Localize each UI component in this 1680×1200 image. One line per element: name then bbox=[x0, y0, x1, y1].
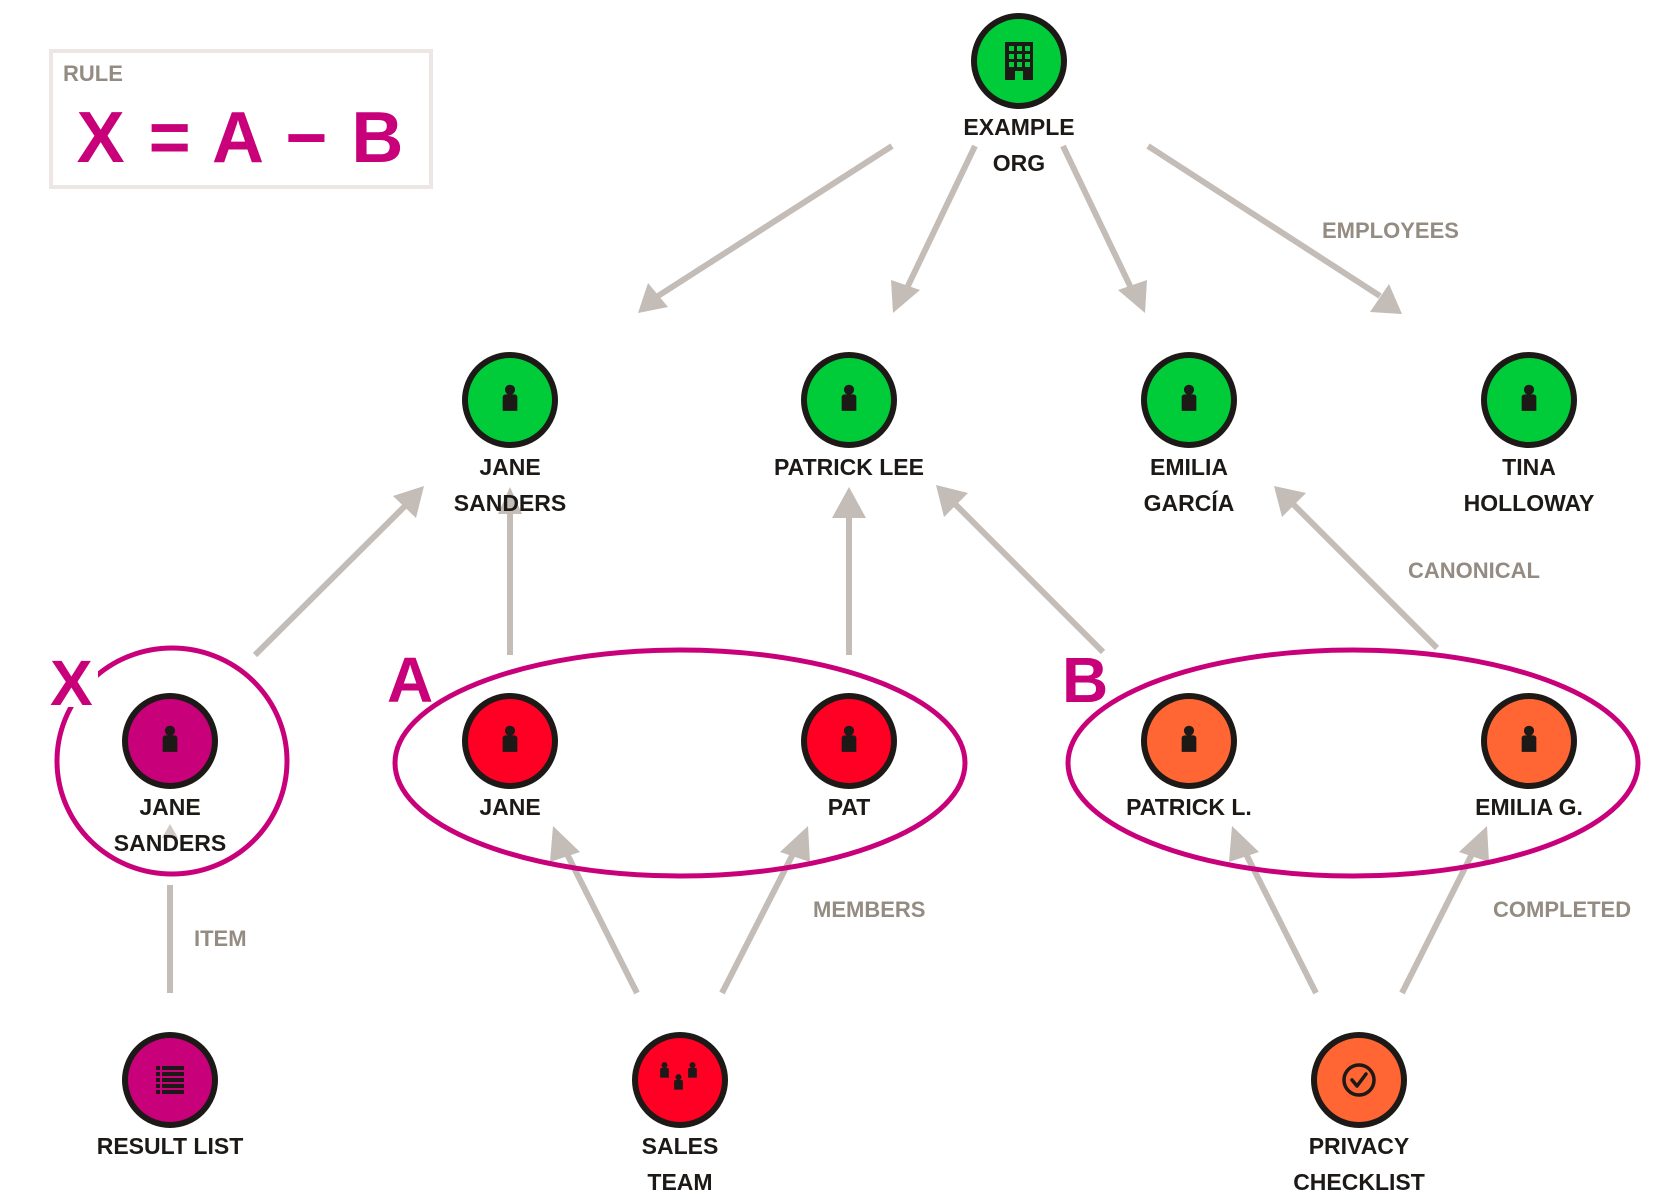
edge-label-members: MEMBERS bbox=[813, 897, 925, 922]
edge-privacy-checklist-to-patrick-l bbox=[1229, 826, 1319, 995]
node-label: PATRICK LEE bbox=[774, 454, 924, 480]
set-b-group: B bbox=[1062, 644, 1641, 879]
edge-label-canonical: CANONICAL bbox=[1408, 558, 1540, 583]
set-b-outline bbox=[1065, 647, 1641, 879]
node-label: EXAMPLE bbox=[963, 114, 1074, 140]
node-result-list[interactable]: RESULT LIST bbox=[97, 1032, 244, 1159]
edge-a-jane-to-canon-jane bbox=[498, 487, 522, 655]
node-label: SANDERS bbox=[114, 830, 226, 856]
set-x-outline bbox=[54, 645, 290, 877]
node-label: PRIVACY bbox=[1309, 1133, 1410, 1159]
edge-b-emilia-to-emilia-garcia bbox=[1274, 486, 1440, 651]
set-b-label: B bbox=[1062, 644, 1108, 716]
node-label: SANDERS bbox=[454, 490, 566, 516]
node-label: JANE bbox=[139, 794, 200, 820]
set-x-label: X bbox=[50, 647, 93, 719]
node-label: PAT bbox=[828, 794, 871, 820]
node-label: HOLLOWAY bbox=[1464, 490, 1595, 516]
node-sales-team[interactable]: SALES TEAM bbox=[632, 1032, 728, 1195]
edge-org-to-emilia-garcia bbox=[1060, 144, 1147, 313]
edge-label-employees: EMPLOYEES bbox=[1322, 218, 1459, 243]
edge-a-pat-to-patrick-lee bbox=[832, 487, 866, 655]
edge-org-to-tina-holloway bbox=[1146, 143, 1402, 314]
node-jane-sanders[interactable]: JANE SANDERS bbox=[454, 352, 566, 516]
edge-sales-team-to-jane bbox=[550, 826, 640, 995]
set-a-group: A bbox=[387, 644, 968, 879]
node-emilia-garcia[interactable]: EMILIA GARCÍA bbox=[1141, 352, 1237, 516]
rule-formula: X = A − B bbox=[76, 98, 406, 178]
node-label: EMILIA bbox=[1150, 454, 1228, 480]
set-x-group: X bbox=[48, 645, 290, 877]
node-privacy-checklist[interactable]: PRIVACY CHECKLIST bbox=[1293, 1032, 1425, 1195]
node-label: SALES bbox=[642, 1133, 719, 1159]
node-a-pat[interactable]: PAT bbox=[801, 693, 897, 820]
node-label: JANE bbox=[479, 794, 540, 820]
edges bbox=[162, 143, 1489, 995]
set-a-label: A bbox=[387, 644, 433, 716]
node-b-patrick-l[interactable]: PATRICK L. bbox=[1126, 693, 1252, 820]
node-label: CHECKLIST bbox=[1293, 1169, 1425, 1195]
node-x-jane-sanders[interactable]: JANE SANDERS bbox=[114, 693, 226, 856]
node-label: PATRICK L. bbox=[1126, 794, 1252, 820]
building-icon bbox=[1005, 42, 1033, 80]
list-icon bbox=[156, 1066, 184, 1094]
edge-sales-team-to-pat bbox=[719, 826, 810, 995]
node-label: JANE bbox=[479, 454, 540, 480]
node-patrick-lee[interactable]: PATRICK LEE bbox=[774, 352, 924, 480]
edge-label-item: ITEM bbox=[194, 926, 247, 951]
node-label: TINA bbox=[1502, 454, 1556, 480]
node-a-jane[interactable]: JANE bbox=[462, 693, 558, 820]
node-label: RESULT LIST bbox=[97, 1133, 244, 1159]
node-label: TEAM bbox=[647, 1169, 712, 1195]
node-label: GARCÍA bbox=[1144, 489, 1235, 516]
edge-label-completed: COMPLETED bbox=[1493, 897, 1631, 922]
edge-org-to-jane-sanders bbox=[638, 143, 894, 313]
edge-org-to-patrick-lee bbox=[891, 144, 978, 313]
node-label: EMILIA G. bbox=[1475, 794, 1583, 820]
rule-box: RULE X = A − B bbox=[49, 49, 433, 189]
edge-privacy-checklist-to-emilia-g bbox=[1399, 826, 1489, 995]
edge-x-jane-to-canon-jane bbox=[252, 486, 424, 658]
edge-b-patrick-to-patrick-lee bbox=[936, 485, 1106, 655]
node-label: ORG bbox=[993, 150, 1045, 176]
node-example-org[interactable]: EXAMPLE ORG bbox=[963, 13, 1075, 176]
node-b-emilia-g[interactable]: EMILIA G. bbox=[1475, 693, 1583, 820]
checkmark-circle-icon bbox=[1342, 1063, 1376, 1097]
rule-title: RULE bbox=[63, 61, 123, 86]
edge-result-list-to-x-jane bbox=[162, 824, 178, 993]
set-a-outline bbox=[392, 647, 968, 879]
node-tina-holloway[interactable]: TINA HOLLOWAY bbox=[1464, 352, 1595, 516]
